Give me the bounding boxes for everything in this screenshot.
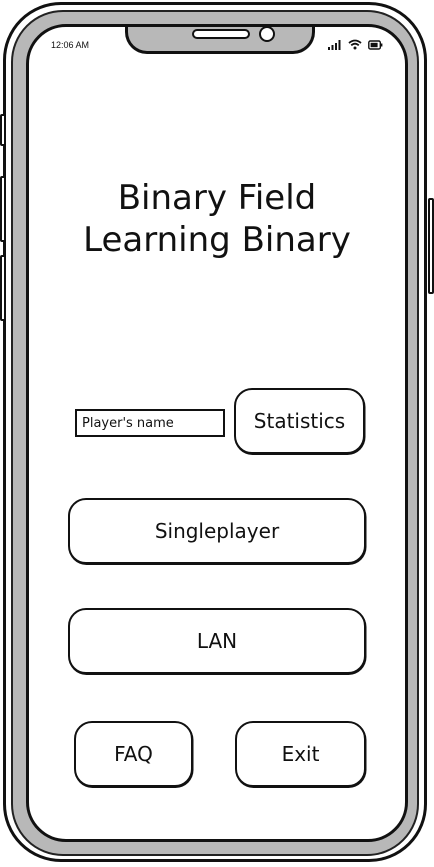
app-title-line-1: Binary Field [117,178,317,218]
signal-icon [328,40,341,50]
statistics-button[interactable]: Statistics [234,388,365,454]
player-name-input[interactable] [75,409,225,437]
app-title-line-2: Learning Binary [83,220,351,260]
app-title: Binary Field Learning Binary [29,177,405,261]
faq-button[interactable]: FAQ [74,721,193,787]
phone-screen: 12:06 AM Binary Field Learning Binary [26,24,408,842]
wifi-icon [348,39,362,50]
status-icons [328,39,383,50]
camera-icon [259,27,275,42]
singleplayer-button-label: Singleplayer [154,519,280,543]
phone-side-button-left-mid [0,176,6,242]
exit-button-label: Exit [281,742,320,766]
phone-side-button-left-top [0,114,6,146]
speaker-icon [192,29,250,39]
exit-button[interactable]: Exit [235,721,366,787]
statistics-button-label: Statistics [253,409,346,433]
status-time: 12:06 AM [51,40,90,50]
lan-button-label: LAN [196,629,238,653]
phone-side-button-left-bottom [0,255,6,321]
battery-icon [368,40,383,50]
phone-side-button-right [428,198,434,294]
lan-button[interactable]: LAN [68,608,366,674]
singleplayer-button[interactable]: Singleplayer [68,498,366,564]
phone-notch [125,27,315,54]
faq-button-label: FAQ [114,742,153,766]
